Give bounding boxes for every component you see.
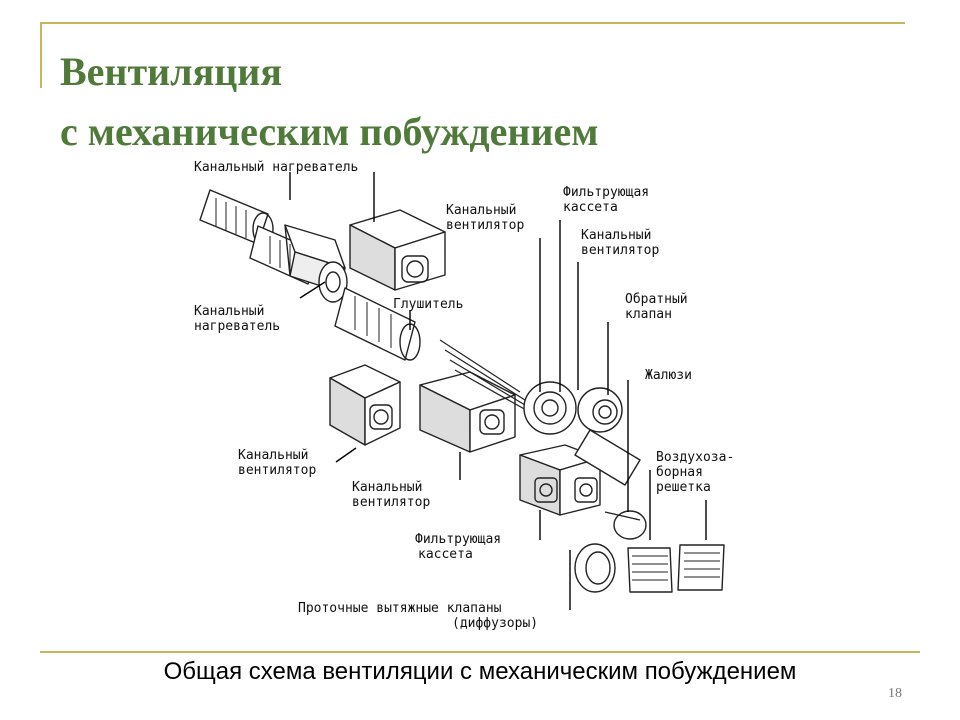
left-fan-box xyxy=(329,364,401,446)
label-silencer: Глушитель xyxy=(393,297,464,312)
page-number: 18 xyxy=(888,686,902,701)
label-intake-3: решетка xyxy=(656,480,711,495)
label-filter-bottom-2: кассета xyxy=(418,547,473,562)
slide-title: Вентиляция с механическим побуждением xyxy=(60,42,599,162)
label-heater-left-2: нагреватель xyxy=(194,319,281,334)
label-fan-right-1: Канальный xyxy=(581,228,652,243)
title-line-1: Вентиляция xyxy=(60,49,282,94)
label-duct-fan-top-2: вентилятор xyxy=(446,218,525,233)
label-filter-top-1: Фильтрующая xyxy=(563,185,650,200)
frame-bottom-line xyxy=(40,651,920,653)
ventilation-diagram xyxy=(199,172,725,610)
top-fan-box xyxy=(349,209,446,291)
label-fan-left-2: вентилятор xyxy=(238,463,317,478)
label-fan-mid-1: Канальный xyxy=(352,480,423,495)
label-check-valve-1: Обратный xyxy=(625,292,688,307)
diffuser xyxy=(574,543,616,593)
label-duct-heater-top: Канальный нагреватель xyxy=(194,160,359,175)
label-duct-fan-top-1: Канальный xyxy=(446,203,517,218)
duct-lower xyxy=(574,429,647,540)
label-fan-mid-2: вентилятор xyxy=(352,495,431,510)
louver-blades xyxy=(439,339,536,416)
title-line-2: с механическим побуждением xyxy=(60,109,599,154)
label-fan-right-2: вентилятор xyxy=(581,243,660,258)
filter-boxes xyxy=(519,444,601,516)
label-check-valve-2: клапан xyxy=(625,307,672,322)
intake-grilles xyxy=(627,544,725,593)
label-intake-2: борная xyxy=(656,465,703,480)
frame-top-line xyxy=(40,22,905,24)
label-diffusers-1: Проточные вытяжные клапаны xyxy=(298,601,502,616)
label-diffusers-2: (диффузоры) xyxy=(452,616,539,631)
label-fan-left-1: Канальный xyxy=(238,448,309,463)
label-filter-bottom-1: Фильтрующая xyxy=(415,532,502,547)
fan-pair xyxy=(523,381,623,435)
label-louvers: Жалюзи xyxy=(645,368,692,383)
mid-fan-box xyxy=(419,371,516,453)
label-heater-left-1: Канальный xyxy=(194,304,265,319)
leader-lines xyxy=(289,172,707,610)
label-filter-top-2: кассета xyxy=(563,200,618,215)
slide-caption: Общая схема вентиляции с механическим по… xyxy=(163,658,797,685)
label-intake-1: Воздухоза- xyxy=(656,450,735,465)
frame-left-line xyxy=(40,22,42,88)
